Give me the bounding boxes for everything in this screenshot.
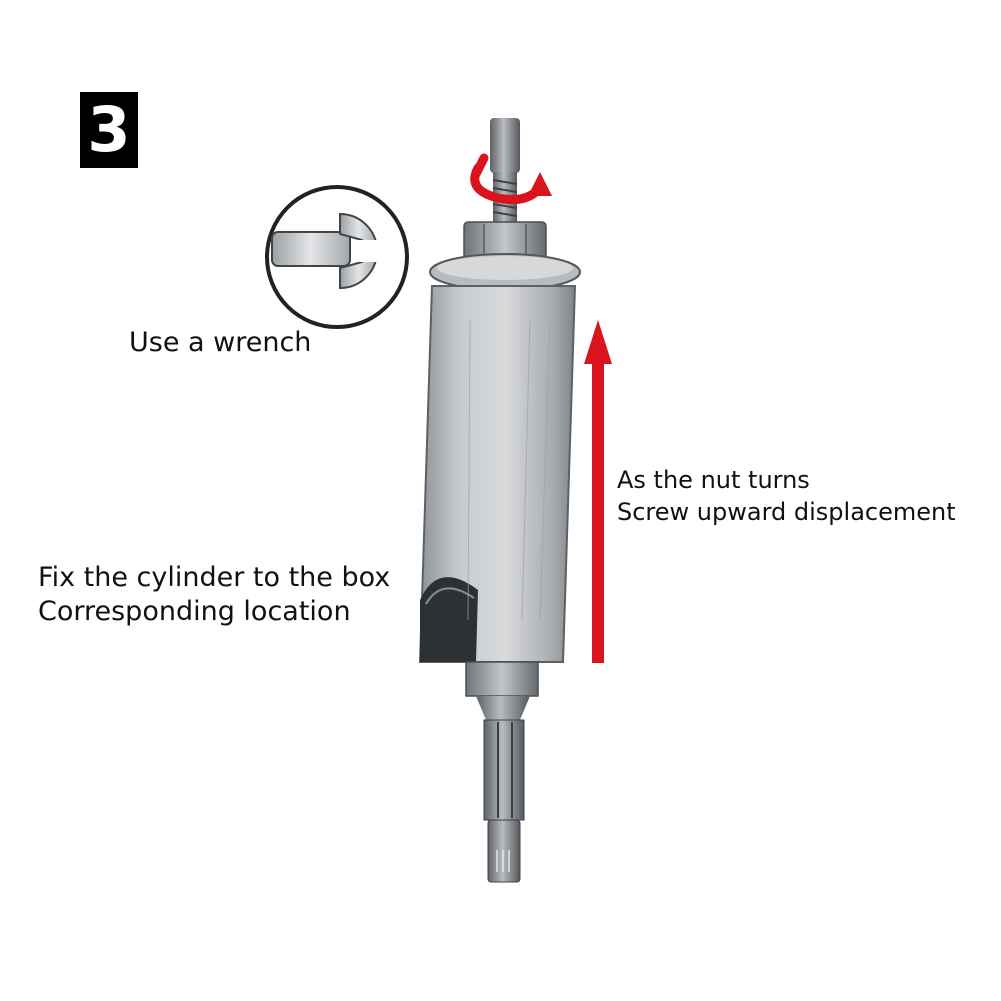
lower-shaft [465,661,539,883]
nut-turn-caption-line1: As the nut turns [617,466,810,494]
nut-turn-caption-line2: Screw upward displacement [617,498,956,526]
fix-cylinder-caption-line2: Corresponding location [38,596,351,627]
wrench-caption: Use a wrench [129,327,312,358]
step-number-badge: 3 [80,92,138,168]
rotation-arrow-icon [470,153,552,205]
hex-nut [463,221,547,261]
top-rod [490,118,520,222]
up-arrow-icon [584,320,612,663]
fix-cylinder-caption-line1: Fix the cylinder to the box [38,562,391,593]
cylinder [418,285,577,663]
wrench-icon [265,185,409,329]
washer [429,253,581,291]
